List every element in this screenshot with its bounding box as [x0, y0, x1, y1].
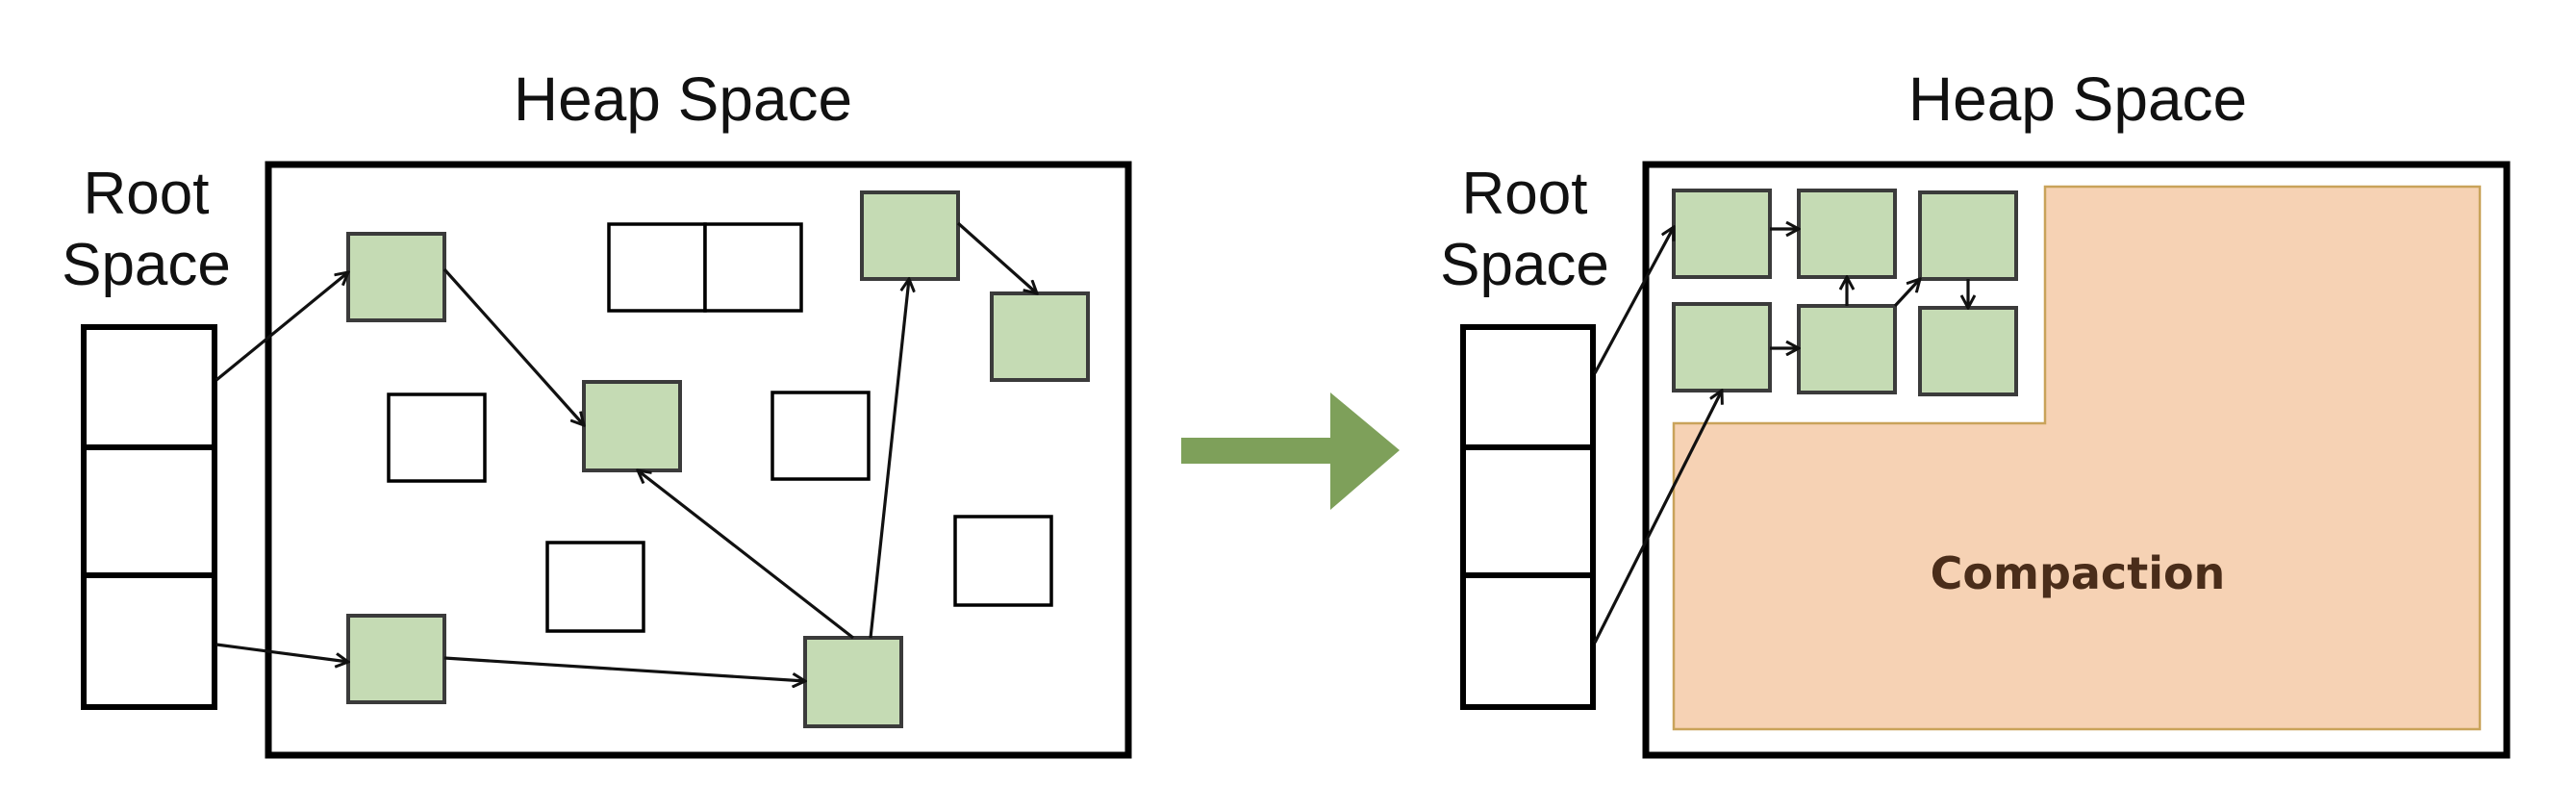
- heap-space-title-before: Heap Space: [514, 64, 852, 134]
- reference-arrow: [638, 470, 854, 640]
- live-object: [1918, 190, 2018, 281]
- before-panel: Heap Space Root Space: [62, 64, 1132, 759]
- live-object: [1918, 306, 2018, 396]
- heap-space-frame-before: [265, 161, 1132, 759]
- reference-arrow: [215, 643, 348, 662]
- unreachable-object: [387, 392, 487, 483]
- live-object: [346, 232, 446, 322]
- live-object: [1672, 189, 1772, 279]
- reference-arrow: [442, 267, 584, 425]
- unreachable-object: [703, 222, 803, 313]
- root-space-title-line2-after: Space: [1440, 232, 1609, 298]
- live-objects-after: [1672, 189, 2018, 396]
- live-objects-before: [346, 190, 1090, 728]
- unreachable-object: [545, 541, 645, 633]
- reference-arrow: [1593, 391, 1722, 644]
- heap-space-frame-after: [1642, 161, 2511, 759]
- references-after: [1593, 227, 1968, 644]
- root-space-title-line2-before: Space: [62, 232, 231, 298]
- live-object: [1797, 304, 1897, 394]
- compaction-label: Compaction: [1931, 547, 2226, 599]
- unreachable-objects: [387, 222, 1053, 633]
- root-slot-3: [1460, 572, 1596, 710]
- root-space-title-line1-after: Root: [1462, 161, 1588, 227]
- reference-arrow: [1893, 279, 1920, 308]
- after-panel: Heap Space Root Space Compaction: [1440, 64, 2511, 759]
- transition-arrow-icon: [1181, 392, 1400, 510]
- root-space-title-line1-before: Root: [84, 161, 210, 227]
- live-object: [582, 380, 682, 472]
- root-space-before: [81, 324, 217, 710]
- reference-arrow: [215, 272, 348, 382]
- live-object: [803, 636, 903, 728]
- reference-arrow: [1593, 227, 1674, 374]
- root-space-after: [1460, 324, 1596, 710]
- root-slot-1: [1460, 324, 1596, 450]
- unreachable-object: [953, 515, 1053, 607]
- live-object: [1672, 302, 1772, 392]
- root-slot-1: [81, 324, 217, 450]
- root-slot-2: [1460, 444, 1596, 578]
- reference-arrow: [956, 221, 1037, 293]
- unreachable-object: [607, 222, 707, 313]
- live-object: [346, 614, 446, 704]
- root-slot-2: [81, 444, 217, 578]
- reference-arrow: [869, 279, 909, 639]
- root-slot-3: [81, 572, 217, 710]
- reference-arrow: [443, 656, 805, 681]
- live-object: [860, 190, 960, 281]
- live-object: [990, 291, 1090, 382]
- heap-space-title-after: Heap Space: [1908, 64, 2247, 134]
- live-object: [1797, 189, 1897, 279]
- compaction-region: [1672, 185, 2482, 731]
- unreachable-object: [770, 391, 871, 481]
- references-before: [215, 221, 1037, 681]
